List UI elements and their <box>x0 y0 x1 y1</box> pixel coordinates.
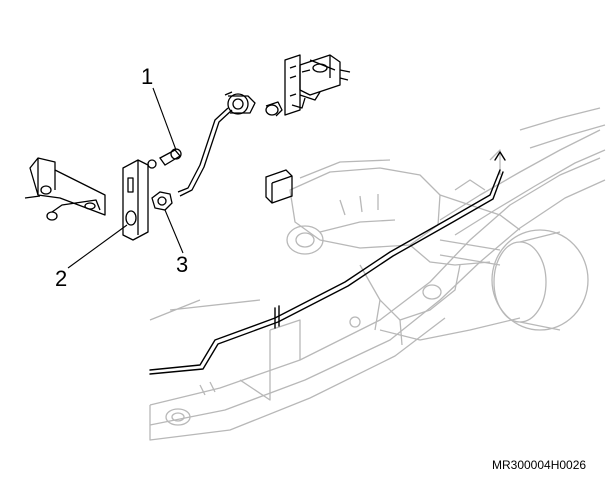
reference-code: MR300004H0026 <box>492 458 587 472</box>
callout-3: 3 <box>176 252 189 277</box>
leader-lines <box>67 87 184 269</box>
callout-1: 1 <box>141 64 154 89</box>
vehicle-frame-ghost <box>149 107 606 441</box>
mounting-bracket-left <box>24 157 106 221</box>
part-2-bracket <box>122 159 149 241</box>
bumper-block <box>265 169 293 204</box>
part-3-nut <box>151 191 173 211</box>
callout-2: 2 <box>55 266 68 291</box>
brake-line <box>149 151 506 375</box>
lsp-valve-assembly <box>177 54 351 197</box>
part-1-bolt <box>147 148 182 169</box>
